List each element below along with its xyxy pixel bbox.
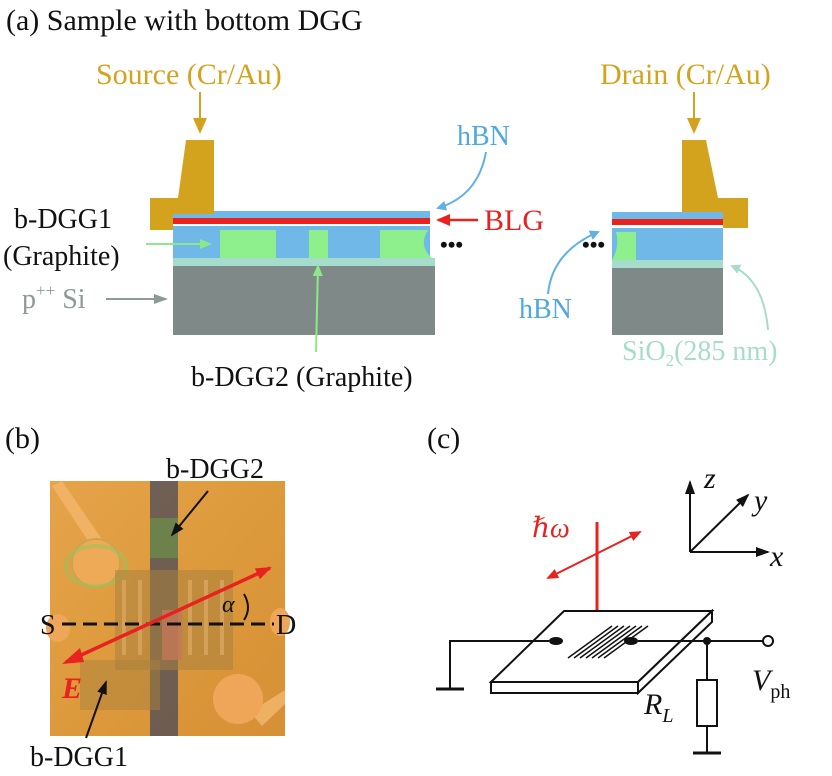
hbn-top-arrow [436,151,487,211]
bdgg1-photo-arrow [85,680,107,739]
panel-c-title: (c) [427,422,460,455]
source-arrowhead [193,118,207,134]
junction-node [703,637,711,645]
load-resistor [696,679,718,727]
sio2-layer-right [612,260,723,268]
output-terminal [762,635,774,647]
sio2-label: SiO2(285 nm) [622,336,778,370]
rl-label: RL [643,688,673,727]
bdgg2-green-patch [150,518,178,558]
contact-left [549,637,563,645]
blg-label: BLG [484,204,544,237]
si-substrate-right [612,268,723,335]
e-field-arrow [65,566,272,664]
lower-dark-block [80,660,160,710]
pad-right-edge [270,608,290,636]
e-field-arrowhead-start [62,648,84,664]
pad-top-left-glow [64,544,128,588]
drain-arrowhead [687,118,701,134]
pad-left-edge [46,614,70,642]
graphite-block-3 [380,230,432,258]
panel-c: (c) z y x ℏω [427,422,790,755]
s-label: S [40,610,56,641]
y-label: y [751,484,768,517]
slab-front-face [490,681,639,694]
hbn-top-left [173,211,430,218]
slab-side-face [637,608,713,696]
blg-layer-left [173,218,430,224]
coordinate-axes [685,480,770,557]
bdgg2-label: b-DGG2 (Graphite) [191,362,413,393]
si-label: p++ Si [22,281,86,315]
graphite-block-right [612,232,636,260]
x-label: x [769,540,784,573]
sample-grating [567,625,649,659]
graphite-block-2 [309,230,328,258]
contact-right [624,637,638,645]
panel-a-title: (a) Sample with bottom DGG [6,4,363,37]
blg-layer-right [612,219,723,225]
hbn-top-right [612,212,723,219]
ground-wire [449,640,549,688]
panel-b-title: (b) [5,422,40,455]
polarization-arrow [546,531,642,579]
y-axis [689,493,750,553]
d-label: D [276,610,296,641]
hbn-right-arrow [547,230,600,295]
panel-a: (a) Sample with bottom DGG Source (Cr/Au… [3,4,778,393]
source-label: Source (Cr/Au) [96,58,282,91]
lead-bottom-right [250,690,285,726]
bdgg2-photo-label: b-DGG2 [166,454,264,485]
drain-label: Drain (Cr/Au) [600,58,771,91]
alpha-arc [243,593,249,621]
z-label: z [703,462,716,495]
bdgg1-label-line1: b-DGG1 [14,204,112,235]
panel-b: (b) [5,422,296,773]
alpha-label: α [222,592,235,618]
right-device-stack [612,140,748,335]
left-device-stack [150,140,435,335]
graphite-block-1 [220,230,276,258]
si-substrate-left [173,266,435,335]
bdgg2-arrow [312,264,323,353]
pad-bottom-right [213,674,263,724]
hbn-right-label: hBN [519,294,572,325]
vph-label: Vph [752,664,790,703]
bdgg1-label-line2: (Graphite) [3,241,120,272]
hbn-top-label: hBN [457,121,510,152]
e-label: E [61,672,82,705]
ellipsis-right: ••• [582,232,605,257]
blg-arrowhead [436,214,450,226]
ellipsis-left: ••• [440,232,463,257]
bdgg2-photo-arrow [170,490,209,537]
bdgg1-photo-label: b-DGG1 [30,742,128,773]
grating-region [115,570,233,670]
circuit [436,635,774,755]
sio2-layer-left [173,258,435,266]
source-contact [150,140,214,230]
sio2-arrow [730,264,769,331]
grating-fingers [122,580,224,655]
drain-contact [682,140,748,228]
lead-top-left [52,481,108,556]
hbar-omega-label: ℏω [532,513,570,544]
optical-micrograph [46,481,290,736]
